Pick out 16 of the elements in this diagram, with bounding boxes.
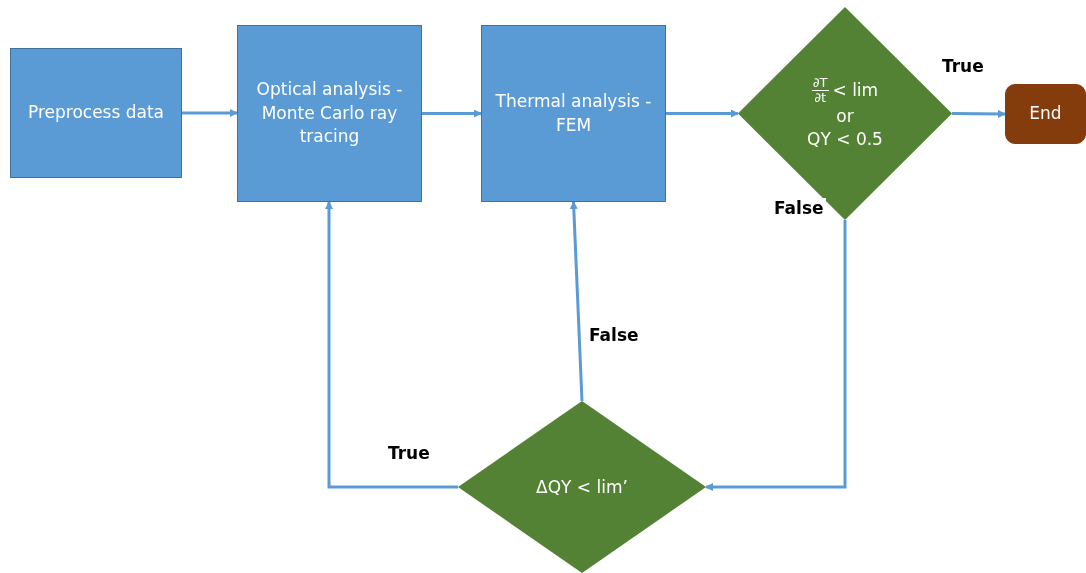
arrow xyxy=(569,201,584,402)
arrow xyxy=(666,109,739,118)
fraction: ∂T ∂t xyxy=(811,75,829,106)
process-box: Thermal analysis - FEM xyxy=(481,25,666,202)
condition-text: or xyxy=(836,105,854,129)
arrow xyxy=(422,109,482,118)
arrow xyxy=(705,220,847,491)
arrow xyxy=(952,109,1006,118)
condition-text: < lim xyxy=(832,79,879,103)
condition-text: ΔQY < lim’ xyxy=(536,475,628,499)
condition-text: QY < 0.5 xyxy=(807,128,883,152)
process-box: Preprocess data xyxy=(10,48,182,178)
arrow xyxy=(325,201,458,489)
arrow xyxy=(182,109,238,117)
terminal-box: End xyxy=(1005,84,1086,144)
process-box: Optical analysis - Monte Carlo ray tracing xyxy=(237,25,422,202)
